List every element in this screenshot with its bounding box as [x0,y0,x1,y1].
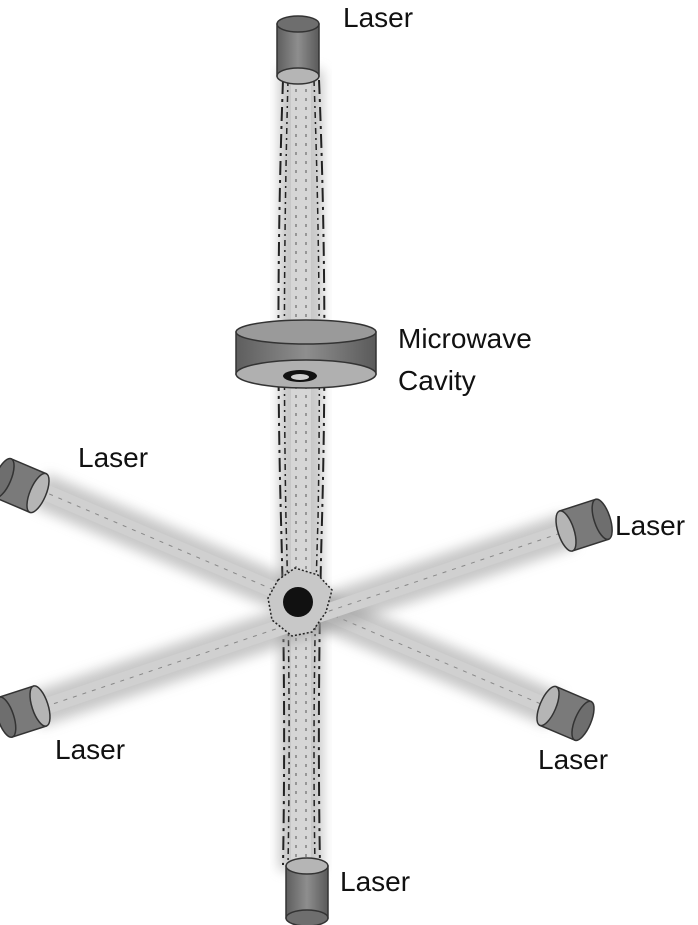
laser-bottom [285,857,329,925]
cavity-label-line2: Cavity [398,365,476,396]
laser-upper-right-label: Laser [615,510,686,541]
laser-upper-left [0,457,50,514]
laser-lower-right [536,685,595,742]
atom-cloud [267,567,333,637]
microwave-cavity [235,319,377,389]
laser-top [276,15,320,85]
laser-lower-right-label: Laser [538,744,609,775]
laser-top-label: Laser [343,2,414,33]
microwave-cavity-label: Microwave Cavity [398,318,532,402]
vertical-beam [277,70,326,870]
cavity-label-line1: Microwave [398,323,532,354]
laser-lower-left-label: Laser [55,734,126,765]
laser-bottom-label: Laser [340,866,411,897]
laser-lower-left [0,685,51,739]
laser-upper-left-label: Laser [78,442,149,473]
laser-upper-right [555,498,613,552]
